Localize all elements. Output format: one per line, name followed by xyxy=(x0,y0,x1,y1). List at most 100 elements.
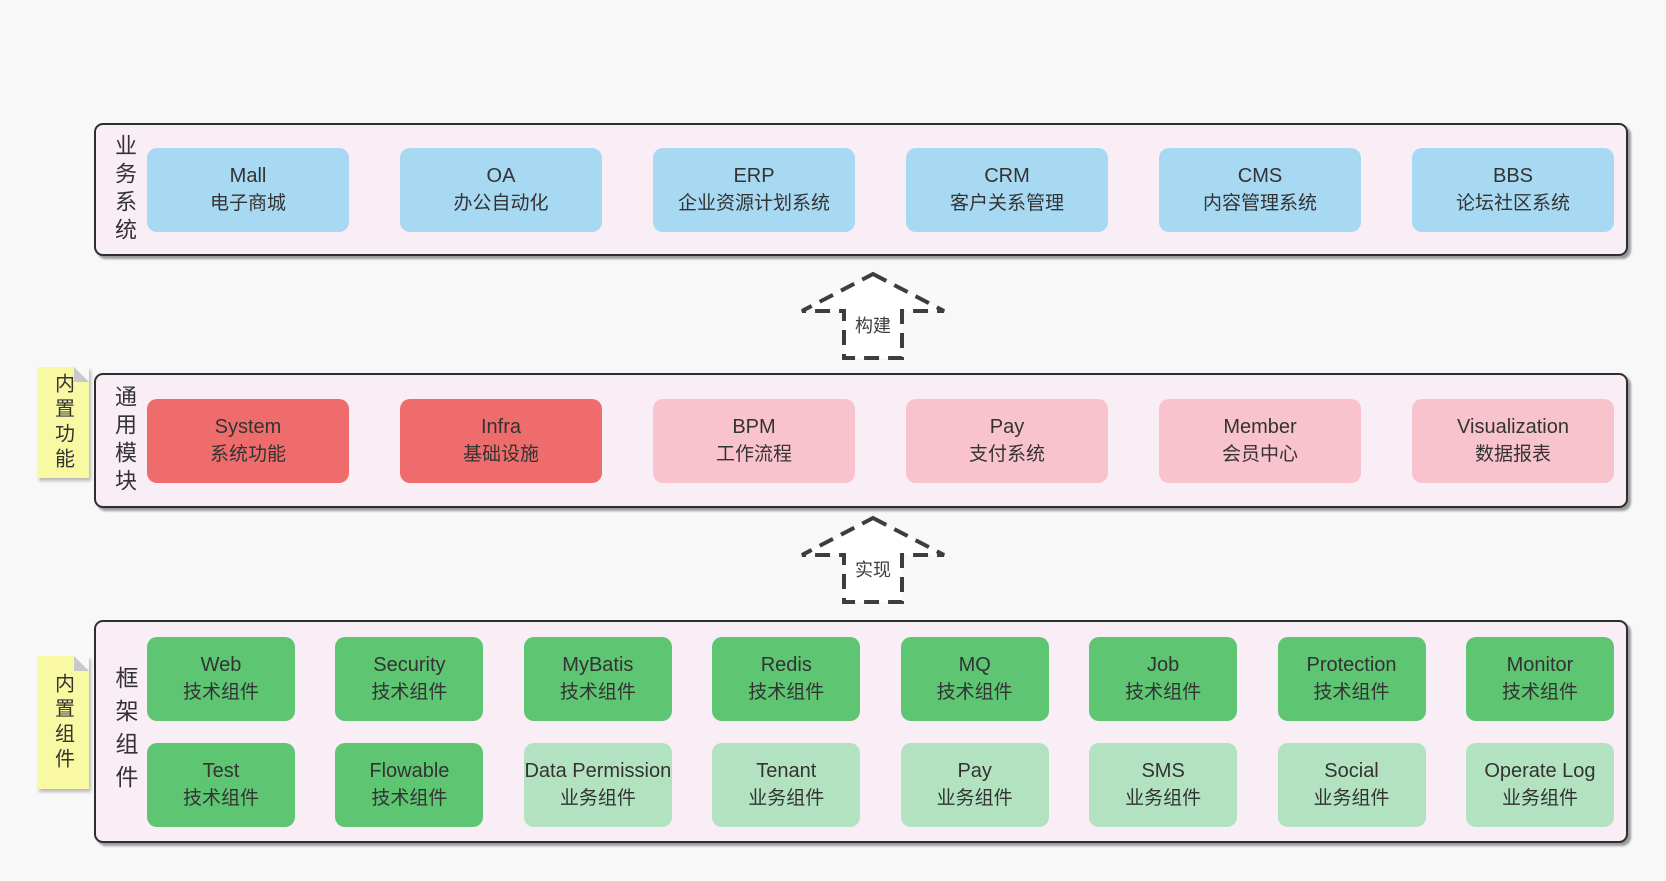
implement-arrow-label: 实现 xyxy=(855,560,891,580)
box-subtitle: 业务组件 xyxy=(1125,787,1202,809)
box-subtitle: 系统功能 xyxy=(209,443,286,465)
box-data-permission: Data Permission 业务组件 xyxy=(523,742,672,827)
business-systems-boxes: Mall 电子商城 OA 办公自动化 ERP 企业资源计划系统 CRM 客户关系… xyxy=(147,125,1614,254)
box-subtitle: 技术组件 xyxy=(182,681,259,703)
folded-corner-icon xyxy=(74,367,89,382)
box-subtitle: 技术组件 xyxy=(182,787,259,809)
box-subtitle: 业务组件 xyxy=(1501,787,1578,809)
box-name: CRM xyxy=(984,164,1030,187)
box-subtitle: 技术组件 xyxy=(371,787,448,809)
box-bbs: BBS 论坛社区系统 xyxy=(1412,147,1614,232)
box-name: Protection xyxy=(1306,653,1397,676)
box-subtitle: 工作流程 xyxy=(715,443,792,465)
box-name: ERP xyxy=(733,164,775,187)
box-visualization: Visualization 数据报表 xyxy=(1412,398,1614,483)
band-business-systems: 业务系统 Mall 电子商城 OA 办公自动化 ERP 企业资源计划系统 CRM… xyxy=(94,123,1628,256)
box-cms: CMS 内容管理系统 xyxy=(1159,147,1361,232)
box-name: CMS xyxy=(1237,164,1283,187)
box-name: MQ xyxy=(958,653,991,676)
box-tenant: Tenant 业务组件 xyxy=(712,742,861,827)
box-name: System xyxy=(214,415,282,438)
box-job: Job 技术组件 xyxy=(1089,636,1238,721)
box-sms: SMS 业务组件 xyxy=(1089,742,1238,827)
box-name: SMS xyxy=(1141,759,1185,782)
box-subtitle: 基础设施 xyxy=(462,443,539,465)
box-subtitle: 电子商城 xyxy=(209,192,286,214)
box-subtitle: 支付系统 xyxy=(968,443,1045,465)
box-subtitle: 技术组件 xyxy=(1313,681,1390,703)
build-arrow: 构建 xyxy=(798,270,948,362)
box-subtitle: 客户关系管理 xyxy=(949,192,1064,214)
box-operate-log: Operate Log 业务组件 xyxy=(1465,742,1614,827)
box-subtitle: 办公自动化 xyxy=(453,192,549,214)
box-subtitle: 技术组件 xyxy=(1125,681,1202,703)
box-mybatis: MyBatis 技术组件 xyxy=(523,636,672,721)
box-name: BPM xyxy=(732,415,776,438)
box-name: OA xyxy=(486,164,516,187)
box-subtitle: 技术组件 xyxy=(748,681,825,703)
box-name: Social xyxy=(1324,759,1379,782)
box-subtitle: 论坛社区系统 xyxy=(1455,192,1570,214)
band-business-systems-label: 业务系统 xyxy=(112,133,137,246)
box-name: Mall xyxy=(229,164,267,187)
sticky-note-label: 内置组件 xyxy=(51,672,74,773)
box-social: Social 业务组件 xyxy=(1277,742,1426,827)
common-modules-boxes: System 系统功能 Infra 基础设施 BPM 工作流程 Pay 支付系统… xyxy=(147,375,1614,506)
box-mq: MQ 技术组件 xyxy=(900,636,1049,721)
up-arrow-icon xyxy=(801,271,945,360)
box-name: Security xyxy=(373,653,446,676)
box-oa: OA 办公自动化 xyxy=(400,147,602,232)
box-name: Member xyxy=(1223,415,1297,438)
box-name: Redis xyxy=(760,653,812,676)
box-pay: Pay 支付系统 xyxy=(906,398,1108,483)
box-subtitle: 技术组件 xyxy=(559,681,636,703)
framework-components-row-1: Web 技术组件 Security 技术组件 MyBatis 技术组件 Redi… xyxy=(147,636,1614,721)
box-name: Flowable xyxy=(369,759,450,782)
box-subtitle: 内容管理系统 xyxy=(1202,192,1317,214)
box-security: Security 技术组件 xyxy=(335,636,484,721)
box-name: Test xyxy=(202,759,240,782)
box-subtitle: 业务组件 xyxy=(1313,787,1390,809)
box-name: Job xyxy=(1146,653,1180,676)
framework-components-row-2: Test 技术组件 Flowable 技术组件 Data Permission … xyxy=(147,742,1614,827)
implement-arrow: 实现 xyxy=(798,514,948,606)
framework-components-rows: Web 技术组件 Security 技术组件 MyBatis 技术组件 Redi… xyxy=(147,622,1614,841)
up-arrow-icon xyxy=(801,515,945,604)
box-name: Pay xyxy=(957,759,992,782)
box-name: Pay xyxy=(989,415,1025,438)
folded-corner-icon xyxy=(74,656,89,671)
box-subtitle: 会员中心 xyxy=(1221,443,1298,465)
box-protection: Protection 技术组件 xyxy=(1277,636,1426,721)
box-test: Test 技术组件 xyxy=(147,742,295,827)
box-system: System 系统功能 xyxy=(147,398,349,483)
band-common-modules-label: 通用模块 xyxy=(112,384,137,497)
box-name: Monitor xyxy=(1506,653,1574,676)
box-subtitle: 数据报表 xyxy=(1474,443,1551,465)
box-member: Member 会员中心 xyxy=(1159,398,1361,483)
box-name: BBS xyxy=(1492,164,1534,187)
box-infra: Infra 基础设施 xyxy=(400,398,602,483)
band-common-modules: 通用模块 System 系统功能 Infra 基础设施 BPM 工作流程 Pay… xyxy=(94,373,1628,508)
box-subtitle: 技术组件 xyxy=(371,681,448,703)
band-framework-components-label: 框架组件 xyxy=(112,665,138,798)
box-subtitle: 技术组件 xyxy=(1501,681,1578,703)
box-name: Visualization xyxy=(1457,415,1569,438)
box-redis: Redis 技术组件 xyxy=(712,636,861,721)
box-subtitle: 企业资源计划系统 xyxy=(677,192,830,214)
box-web: Web 技术组件 xyxy=(147,636,295,721)
box-crm: CRM 客户关系管理 xyxy=(906,147,1108,232)
box-subtitle: 业务组件 xyxy=(748,787,825,809)
box-name: Tenant xyxy=(756,759,817,782)
box-name: MyBatis xyxy=(562,653,634,676)
box-monitor: Monitor 技术组件 xyxy=(1465,636,1614,721)
box-name: Operate Log xyxy=(1484,759,1596,782)
box-name: Infra xyxy=(480,415,522,438)
box-erp: ERP 企业资源计划系统 xyxy=(653,147,855,232)
sticky-note-built-in-features: 内置功能 xyxy=(37,367,89,478)
box-pay-component: Pay 业务组件 xyxy=(900,742,1049,827)
box-flowable: Flowable 技术组件 xyxy=(335,742,484,827)
box-subtitle: 业务组件 xyxy=(936,787,1013,809)
sticky-note-built-in-components: 内置组件 xyxy=(37,656,89,789)
box-bpm: BPM 工作流程 xyxy=(653,398,855,483)
